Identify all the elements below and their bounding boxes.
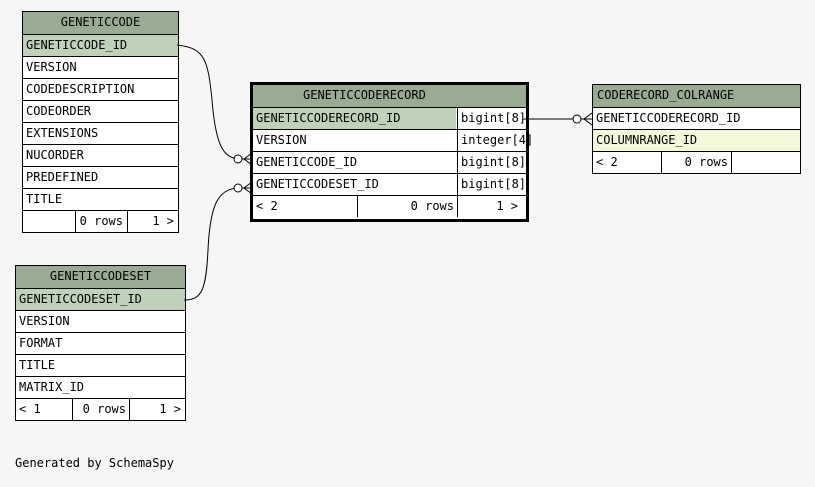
relationship-geneticcodeset: [183, 187, 252, 301]
relationship-geneticcode: [176, 44, 252, 160]
parent-count[interactable]: < 2: [596, 155, 618, 169]
table-geneticcode[interactable]: GENETICCODE GENETICCODE_ID VERSION CODED…: [22, 11, 179, 233]
column-name[interactable]: NUCORDER: [26, 148, 84, 162]
column-name[interactable]: TITLE: [19, 358, 56, 372]
table-header[interactable]: CODERECORD_COLRANGE: [593, 85, 800, 107]
column-name[interactable]: GENETICCODERECORD_ID: [596, 111, 741, 125]
child-count[interactable]: 1 >: [127, 211, 178, 232]
optional-marker: [233, 154, 243, 164]
column-name[interactable]: EXTENSIONS: [26, 126, 99, 140]
table-header[interactable]: GENETICCODERECORD: [253, 85, 526, 107]
column-name[interactable]: CODEORDER: [26, 104, 92, 118]
primary-key-column: GENETICCODESET_ID: [16, 288, 185, 310]
column-name[interactable]: PREDEFINED: [26, 170, 99, 184]
child-count[interactable]: 1 >: [457, 196, 522, 217]
column-name[interactable]: TITLE: [26, 192, 63, 206]
crowfoot-marker: [583, 112, 593, 126]
column-name[interactable]: VERSION: [256, 133, 307, 147]
parent-count[interactable]: < 2: [256, 199, 278, 213]
column-name[interactable]: CODEDESCRIPTION: [26, 82, 135, 96]
column-name[interactable]: MATRIX_ID: [19, 380, 85, 394]
table-header[interactable]: GENETICCODE: [23, 12, 178, 34]
table-header[interactable]: GENETICCODESET: [16, 266, 185, 288]
optional-marker: [233, 183, 243, 193]
primary-key-column: GENETICCODE_ID: [23, 34, 178, 56]
optional-marker: [572, 114, 582, 124]
column-name[interactable]: GENETICCODE_ID: [26, 38, 128, 52]
row-count: 0 rows: [661, 152, 732, 173]
column-name[interactable]: GENETICCODESET_ID: [19, 292, 142, 306]
row-count: 0 rows: [72, 399, 130, 420]
parent-count[interactable]: [23, 211, 75, 232]
column-name[interactable]: VERSION: [19, 314, 70, 328]
table-geneticcoderecord[interactable]: GENETICCODERECORD GENETICCODERECORD_ID b…: [250, 82, 533, 222]
table-footer: < 2 0 rows: [593, 151, 800, 173]
child-count[interactable]: [731, 152, 800, 173]
column-name[interactable]: GENETICCODERECORD_ID: [253, 108, 456, 129]
table-footer: < 2 0 rows 1 >: [253, 195, 526, 217]
generated-by-label: Generated by SchemaSpy: [15, 456, 174, 470]
column-type: bigint[8]: [457, 174, 531, 195]
column-name[interactable]: COLUMNRANGE_ID: [596, 133, 698, 147]
table-coderecord-colrange[interactable]: CODERECORD_COLRANGE GENETICCODERECORD_ID…: [592, 84, 801, 174]
row-count: 0 rows: [75, 211, 127, 232]
parent-count[interactable]: < 1: [19, 402, 41, 416]
child-count[interactable]: 1 >: [129, 399, 185, 420]
column-name[interactable]: FORMAT: [19, 336, 63, 350]
column-type: bigint[8]: [457, 152, 531, 173]
column-type: integer[4]: [457, 130, 541, 151]
row-count: 0 rows: [357, 196, 458, 217]
table-footer: < 1 0 rows 1 >: [16, 398, 185, 420]
column-type: bigint[8]: [457, 108, 531, 129]
column-name[interactable]: GENETICCODESET_ID: [256, 177, 379, 191]
column-name[interactable]: GENETICCODE_ID: [256, 155, 358, 169]
table-geneticcodeset[interactable]: GENETICCODESET GENETICCODESET_ID VERSION…: [15, 265, 186, 421]
column-name[interactable]: VERSION: [26, 60, 77, 74]
table-footer: 0 rows 1 >: [23, 210, 178, 232]
